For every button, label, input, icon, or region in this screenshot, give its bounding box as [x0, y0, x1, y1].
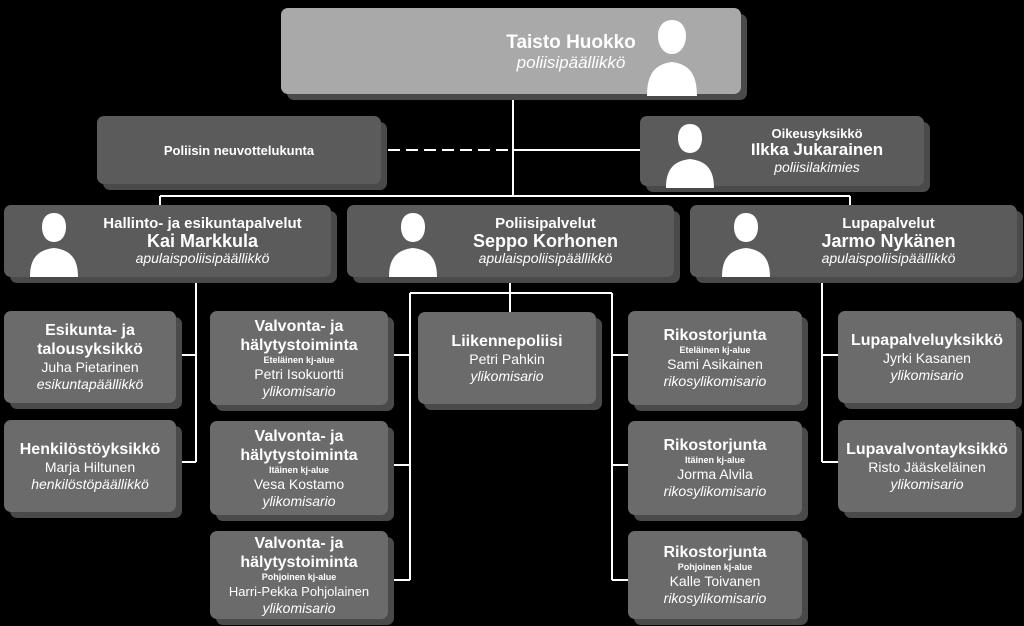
unit-name: Rikostorjunta [663, 437, 767, 454]
division-permit-box: Lupapalvelut Jarmo Nykänen apulaispoliis… [690, 205, 1017, 277]
division-title: apulaispoliisipäällikkö [821, 250, 956, 266]
division-unit: Poliisipalvelut [495, 215, 596, 232]
unit-name: Henkilöstöyksikkö [19, 440, 161, 458]
person-silhouette-icon [30, 213, 78, 277]
crime-unit-box: Rikostorjunta Pohjoinen kj-alue Kalle To… [628, 531, 802, 619]
division-unit: Hallinto- ja esikuntapalvelut [103, 215, 302, 232]
permit-unit-box: Lupapalveluyksikkö Jyrki Kasanen ylikomi… [838, 311, 1016, 403]
area-label: Eteläinen kj-alue [263, 354, 335, 365]
person-title: ylikomisario [262, 599, 336, 616]
person-title: rikosylikomisario [663, 483, 767, 499]
person-name: Vesa Kostamo [253, 475, 345, 492]
chief-box: Taisto Huokko poliisipäällikkö [281, 8, 741, 96]
person-title: rikosylikomisario [663, 373, 767, 389]
unit-name-line1: Valvonta- ja [254, 534, 344, 552]
person-name: Marja Hiltunen [44, 458, 136, 475]
unit-name: Rikostorjunta [663, 544, 767, 561]
crime-unit-box: Rikostorjunta Itäinen kj-alue Jorma Alvi… [628, 421, 802, 515]
unit-name-line1: Esikunta- ja [45, 322, 135, 339]
person-silhouette-icon [722, 213, 770, 277]
person-name: Jyrki Kasanen [883, 349, 971, 366]
patrol-unit-box: Valvonta- ja hälytystoiminta Eteläinen k… [210, 311, 388, 405]
area-label: Eteläinen kj-alue [679, 345, 751, 355]
person-title: ylikomisario [890, 475, 964, 492]
unit-name: Liikennepoliisi [451, 332, 563, 350]
unit-name-line2: hälytystoiminta [240, 446, 358, 464]
legal-box: Oikeusyksikkö Ilkka Jukarainen poliisila… [640, 116, 924, 188]
patrol-unit-box: Valvonta- ja hälytystoiminta Pohjoinen k… [210, 531, 388, 619]
unit-name: Lupapalveluyksikkö [850, 331, 1004, 349]
area-label: Pohjoinen kj-alue [677, 562, 753, 572]
patrol-unit-box: Valvonta- ja hälytystoiminta Itäinen kj-… [210, 421, 388, 515]
person-name: Sami Asikainen [667, 356, 763, 372]
person-title: ylikomisario [262, 382, 336, 399]
permit-unit-box: Lupavalvontayksikkö Risto Jääskeläinen y… [838, 420, 1016, 512]
person-silhouette-icon [666, 124, 714, 188]
legal-unit: Oikeusyksikkö [771, 126, 863, 141]
chief-title: poliisipäällikkö [516, 52, 626, 72]
division-name: Kai Markkula [146, 231, 259, 251]
unit-name-line2: talousyksikkö [37, 341, 143, 358]
unit-name-line1: Valvonta- ja [254, 427, 344, 445]
person-title: ylikomisario [262, 492, 336, 509]
person-name: Kalle Toivanen [669, 573, 761, 589]
person-title: henkilöstöpäällikkö [31, 475, 149, 492]
person-name: Petri Pahkin [469, 350, 545, 367]
person-silhouette-icon [389, 213, 437, 277]
admin-unit-box: Esikunta- ja talousyksikkö Juha Pietarin… [4, 311, 176, 403]
person-title: ylikomisario [890, 366, 964, 383]
area-label: Pohjoinen kj-alue [261, 571, 337, 582]
person-silhouette-icon [647, 20, 697, 96]
division-name: Seppo Korhonen [473, 231, 618, 251]
division-unit: Lupapalvelut [842, 215, 935, 232]
division-police-box: Poliisipalvelut Seppo Korhonen apulaispo… [347, 205, 674, 277]
person-name: Petri Isokuortti [254, 365, 344, 382]
division-title: apulaispoliisipäällikkö [135, 250, 270, 266]
person-name: Jorma Alvila [677, 466, 753, 482]
division-admin-box: Hallinto- ja esikuntapalvelut Kai Markku… [4, 205, 331, 277]
advisory-box: Poliisin neuvottelukunta [97, 116, 381, 184]
unit-name-line1: Valvonta- ja [254, 317, 344, 335]
unit-name-line2: hälytystoiminta [240, 336, 358, 354]
person-name: Harri-Pekka Pohjolainen [228, 583, 370, 599]
chief-name: Taisto Huokko [506, 31, 636, 53]
person-name: Juha Pietarinen [41, 359, 139, 375]
person-title: esikuntapäällikkö [36, 376, 144, 392]
traffic-unit-box: Liikennepoliisi Petri Pahkin ylikomisari… [418, 312, 596, 404]
crime-unit-box: Rikostorjunta Eteläinen kj-alue Sami Asi… [628, 311, 802, 405]
person-name: Risto Jääskeläinen [868, 458, 986, 475]
division-name: Jarmo Nykänen [821, 231, 956, 251]
area-label: Itäinen kj-alue [684, 455, 746, 465]
person-title: ylikomisario [470, 367, 544, 384]
legal-title: poliisilakimies [774, 159, 860, 175]
division-title: apulaispoliisipäällikkö [478, 250, 613, 266]
area-label: Itäinen kj-alue [268, 464, 330, 475]
unit-name-line2: hälytystoiminta [240, 553, 358, 571]
admin-unit-box: Henkilöstöyksikkö Marja Hiltunen henkilö… [4, 420, 176, 512]
unit-name: Rikostorjunta [663, 327, 767, 344]
advisory-label: Poliisin neuvottelukunta [163, 142, 315, 158]
unit-name: Lupavalvontayksikkö [846, 440, 1008, 458]
legal-name: Ilkka Jukarainen [750, 140, 884, 159]
person-title: rikosylikomisario [663, 590, 767, 606]
